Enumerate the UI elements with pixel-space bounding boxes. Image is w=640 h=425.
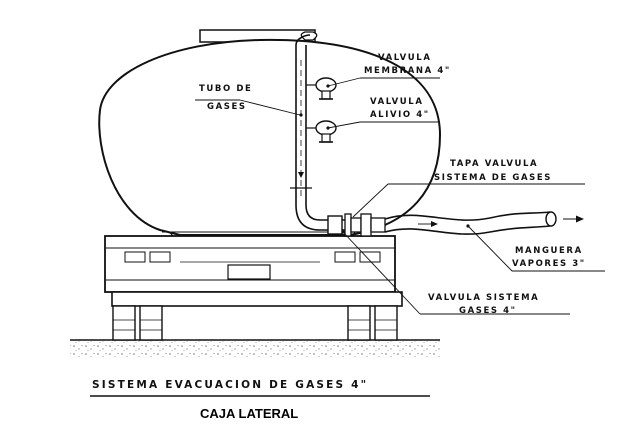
tubo-label-line2: GASES: [207, 102, 247, 112]
alivio-label-line2: ALIVIO 4": [370, 110, 430, 120]
markers: [299, 84, 470, 234]
tubo-label-line1: TUBO DE: [199, 84, 252, 94]
diagram-subtitle: CAJA LATERAL: [200, 406, 298, 421]
leader-lines: [195, 77, 605, 315]
vapour-hose: [384, 211, 584, 235]
gas-tube: [290, 31, 345, 231]
membrana-label-line1: VALVULA: [378, 53, 432, 63]
membrana-valve: [306, 77, 337, 100]
tapa-label-line2: SISTEMA DE GASES: [434, 173, 552, 183]
labels: TUBO DE GASES VALVULA MEMBRANA 4" VALVUL…: [199, 53, 586, 316]
alivio-label-line1: VALVULA: [370, 97, 424, 107]
manguera-label-line1: MANGUERA: [515, 246, 583, 256]
manguera-label-line2: VAPORES 3": [512, 259, 586, 269]
tapa-label-line1: TAPA VALVULA: [450, 159, 538, 169]
title-block: SISTEMA EVACUACION DE GASES 4" CAJA LATE…: [90, 379, 430, 421]
sistema-label-line2: GASES 4": [459, 306, 517, 316]
wheels: [112, 305, 398, 341]
ground: [70, 339, 440, 357]
sistema-valve: [327, 213, 386, 237]
diagram-title: SISTEMA EVACUACION DE GASES 4": [92, 379, 368, 391]
tank: [98, 29, 442, 251]
alivio-valve: [306, 120, 337, 143]
sistema-label-line1: VALVULA SISTEMA: [428, 293, 539, 303]
membrana-label-line2: MEMBRANA 4": [364, 66, 451, 76]
chassis: [104, 235, 403, 307]
